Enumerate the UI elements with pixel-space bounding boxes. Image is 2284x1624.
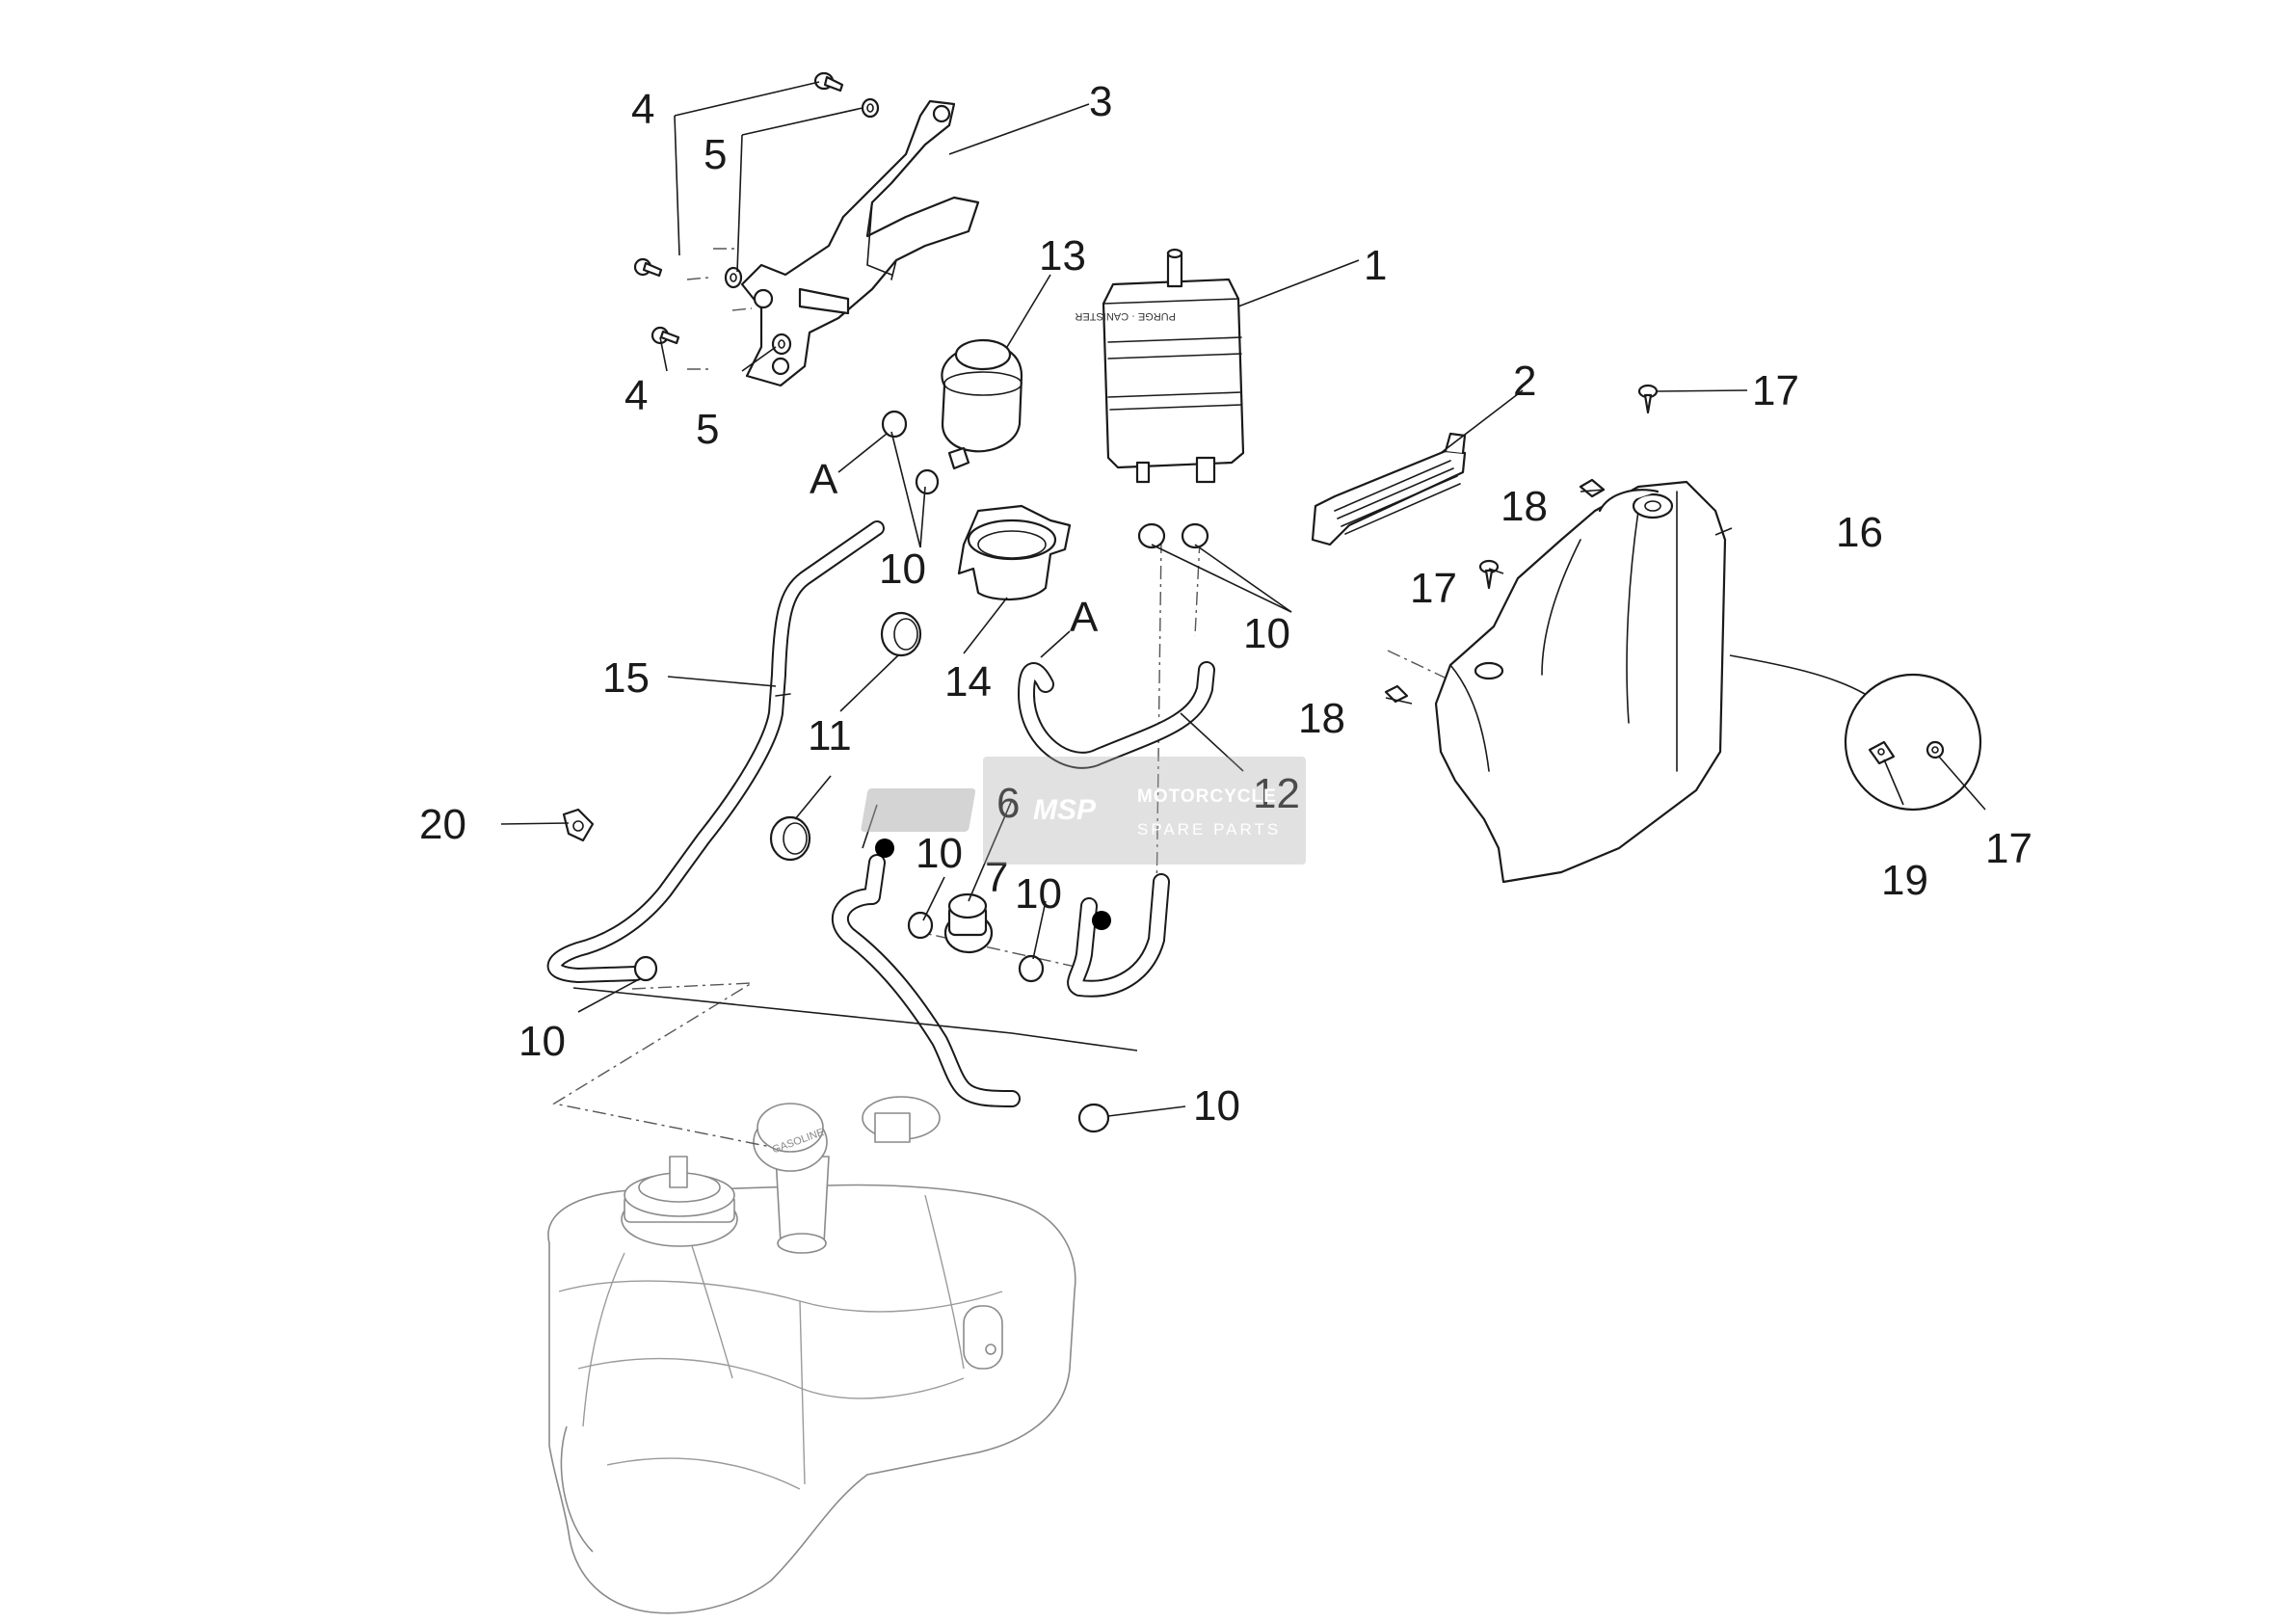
marker-dot-left	[875, 839, 894, 858]
callout-1: 1	[1364, 242, 1387, 289]
callout-10-e: 10	[518, 1018, 566, 1065]
clip-2	[1311, 432, 1467, 546]
callout-6: 6	[996, 780, 1020, 827]
nut-18-top	[1579, 478, 1606, 498]
callout-17-top: 17	[1752, 367, 1799, 414]
washer-5-top	[861, 97, 880, 119]
clamp-10-f	[1018, 954, 1045, 983]
callout-17-detail: 17	[1985, 825, 2032, 872]
watermark: MSP MOTORCYCLE SPARE PARTS	[861, 757, 1306, 865]
callout-15: 15	[602, 654, 650, 702]
callout-2: 2	[1513, 358, 1536, 405]
hose-lower-right	[1067, 873, 1170, 998]
holder-14	[957, 504, 1072, 601]
clamp-10-e	[907, 911, 934, 940]
callout-10-c: 10	[916, 830, 963, 877]
hose-12	[1018, 661, 1215, 769]
canister-1: PURGE · CANISTER	[1075, 248, 1245, 484]
callout-10-d: 10	[1015, 870, 1062, 918]
valve-7	[943, 892, 994, 954]
clamp-10-a	[881, 410, 908, 439]
callout-18-mid: 18	[1298, 695, 1345, 742]
washer-5-mid	[724, 266, 743, 289]
clamp-10-g	[1077, 1103, 1110, 1133]
callout-4-low: 4	[624, 372, 648, 419]
callout-12: 12	[1253, 770, 1300, 817]
fuel-tank: GASOLINE	[547, 1096, 1076, 1614]
watermark-brand: MOTORCYCLE	[1137, 786, 1277, 807]
clamp-10-b	[915, 468, 940, 495]
reference-A-left: A	[810, 456, 838, 503]
detail-circle	[1729, 654, 1982, 812]
filter-13	[941, 338, 1023, 470]
screw-4-top	[813, 71, 844, 93]
screw-4-mid	[633, 257, 663, 278]
callout-3: 3	[1089, 78, 1112, 125]
callout-10-b: 10	[1243, 610, 1290, 657]
callout-18-top: 18	[1501, 483, 1548, 530]
leader-lines	[500, 81, 1986, 1117]
clamp-10-d	[1181, 522, 1209, 549]
watermark-logo: MSP	[1033, 794, 1097, 826]
callout-5-low: 5	[696, 406, 719, 453]
callout-20: 20	[419, 801, 466, 848]
callout-17-mid: 17	[1410, 565, 1457, 612]
callout-10-a: 10	[879, 546, 926, 593]
fitting-20	[562, 808, 595, 842]
reference-A-right: A	[1070, 594, 1099, 641]
hose-15	[546, 520, 885, 983]
nut-18-mid	[1384, 684, 1409, 704]
hose-lower-left	[831, 854, 1021, 1107]
clamp-10-c	[1137, 522, 1166, 549]
callout-5-top: 5	[704, 131, 727, 178]
marker-dot-right	[1092, 911, 1111, 930]
bracket-3	[740, 99, 980, 387]
callout-4-top: 4	[631, 86, 654, 133]
screw-4-low	[651, 326, 680, 345]
callout-7: 7	[985, 854, 1008, 901]
callout-16: 16	[1836, 509, 1883, 556]
grommet-11-low	[769, 815, 811, 862]
clamp-10-h	[633, 955, 658, 982]
screw-17-mid	[1478, 559, 1500, 590]
callout-13: 13	[1039, 232, 1086, 280]
screw-17-top	[1637, 384, 1659, 414]
cover-16	[1434, 480, 1727, 884]
grommet-11-top	[880, 611, 922, 657]
callout-10-f: 10	[1193, 1082, 1240, 1130]
watermark-tagline: SPARE PARTS	[1137, 820, 1281, 839]
callout-14: 14	[944, 658, 992, 706]
callout-labels: 1 2 3 4 4 5 5 6 7 10 10 10 10 10 10 10 1…	[419, 78, 2032, 1130]
callout-19: 19	[1881, 857, 1928, 904]
washer-5-low	[771, 333, 792, 356]
svg-text:PURGE · CANISTER: PURGE · CANISTER	[1075, 310, 1176, 322]
callout-11: 11	[808, 712, 852, 759]
